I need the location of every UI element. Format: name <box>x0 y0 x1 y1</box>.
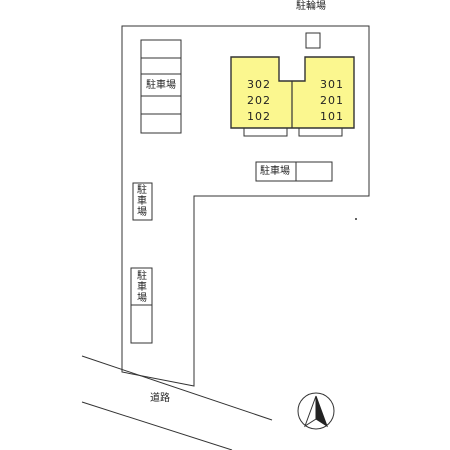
unit-101: 101 <box>320 110 344 123</box>
building <box>230 56 355 137</box>
road-label: 道路 <box>150 393 170 404</box>
unit-302: 302 <box>247 78 271 91</box>
unit-102: 102 <box>247 110 271 123</box>
road-edge-top <box>81 355 273 421</box>
parking-label-left-middle: 駐車場 <box>137 185 147 218</box>
parking-right <box>255 161 333 182</box>
parking-left-middle-box <box>132 182 153 221</box>
small-dot <box>355 218 357 220</box>
bicycle-parking-box <box>305 32 321 49</box>
bicycle-parking-label: 駐輪場 <box>296 1 326 12</box>
north-arrow-icon <box>297 392 335 430</box>
road-edge-bottom <box>81 401 233 450</box>
property-boundary <box>121 25 370 387</box>
parking-label-top-left: 駐車場 <box>146 80 176 91</box>
unit-201: 201 <box>320 94 344 107</box>
parking-label-right: 駐車場 <box>260 166 290 177</box>
parking-left-lower <box>130 267 153 344</box>
parking-label-left-lower: 駐車場 <box>137 271 147 304</box>
unit-301: 301 <box>320 78 344 91</box>
parking-stack-top-left <box>140 39 182 134</box>
unit-202: 202 <box>247 94 271 107</box>
